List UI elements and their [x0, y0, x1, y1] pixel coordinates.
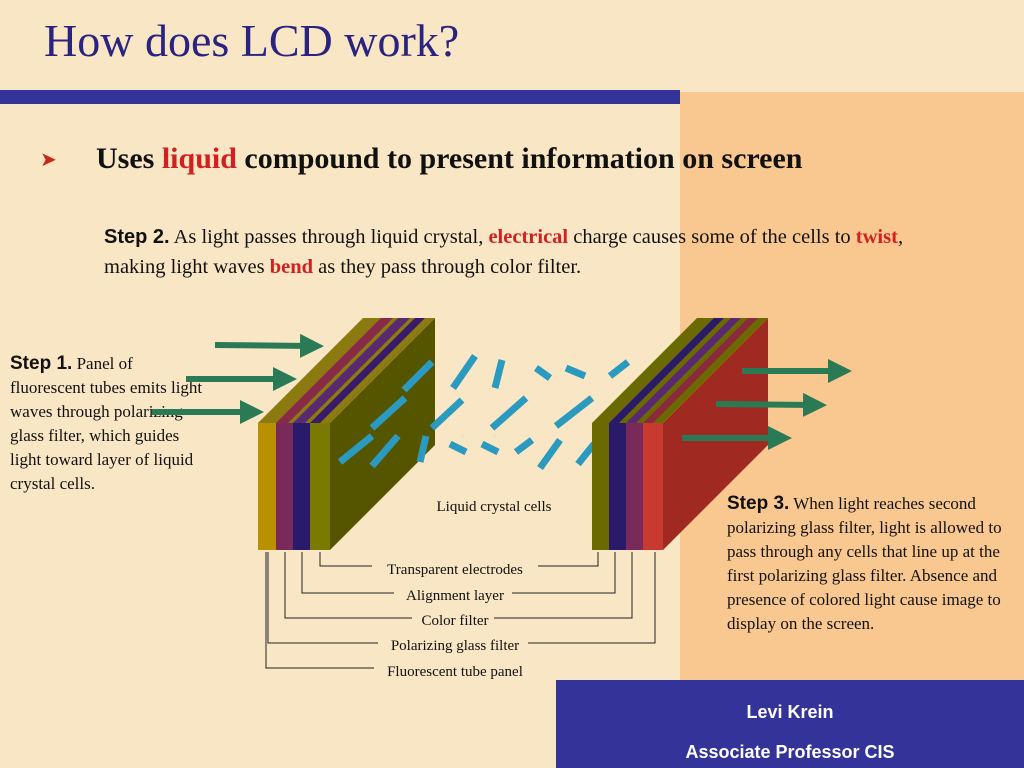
- headline-suffix: compound to present information on scree…: [236, 142, 803, 175]
- layer-label-electrodes: Transparent electrodes: [387, 562, 523, 578]
- step2-highlight-bend: bend: [269, 256, 313, 278]
- outgoing-light-arrows: [682, 359, 852, 450]
- step2-text: Step 2. As light passes through liquid c…: [104, 222, 924, 282]
- crystal-cell: [491, 359, 506, 389]
- crystal-cell: [369, 433, 401, 469]
- layer-label-fluorescent: Fluorescent tube panel: [387, 664, 523, 680]
- crystal-cell: [401, 359, 435, 393]
- chevron-right-icon: ➤: [40, 148, 57, 171]
- crystal-cell: [533, 365, 553, 381]
- light-arrow: [214, 333, 324, 358]
- crystal-cell: [480, 440, 500, 456]
- crystal-cell: [513, 437, 535, 455]
- headline-highlight: liquid: [161, 142, 237, 175]
- left-filter-panel: [258, 318, 435, 550]
- leader-lines: [265, 552, 656, 669]
- step2-part: As light passes through liquid crystal,: [169, 226, 489, 248]
- crystal-cell: [489, 395, 529, 431]
- step2-part: charge causes some of the cells to: [568, 226, 856, 248]
- center-label: Liquid crystal cells: [437, 499, 552, 515]
- presenter-footer: Levi Krein Associate Professor CIS: [556, 680, 1024, 768]
- crystal-cell: [607, 359, 631, 379]
- layer-label-alignment: Alignment layer: [406, 588, 504, 604]
- step3-body: When light reaches second polarizing gla…: [727, 494, 1002, 633]
- crystal-cell: [575, 441, 597, 467]
- crystal-cell: [416, 435, 430, 463]
- step2-part: , making light waves: [104, 226, 904, 278]
- step2-highlight-twist: twist: [855, 226, 898, 248]
- headline-prefix: Uses: [96, 142, 162, 175]
- crystal-cell: [448, 440, 468, 456]
- slide-title: How does LCD work?: [44, 15, 460, 66]
- step2-highlight-electrical: electrical: [488, 226, 569, 248]
- layer-label-polarizing: Polarizing glass filter: [391, 638, 519, 654]
- layer-label-color-filter: Color filter: [421, 613, 488, 629]
- crystal-cell: [553, 395, 595, 429]
- step2-part: as they pass through color filter.: [313, 256, 582, 278]
- crystal-cell: [337, 433, 375, 465]
- right-filter-panel: [592, 318, 768, 550]
- crystal-cell: [369, 395, 408, 431]
- presenter-role: Associate Professor CIS: [685, 742, 895, 762]
- step1-text: Step 1. Panel of fluorescent tubes emits…: [10, 352, 210, 496]
- incoming-light-arrows: [152, 333, 324, 424]
- light-arrow: [715, 392, 827, 417]
- title-underline-bar: [0, 90, 680, 104]
- bullet-headline: Uses liquid compound to present informat…: [96, 142, 802, 176]
- crystal-cell: [537, 437, 563, 471]
- presenter-name: Levi Krein: [746, 702, 834, 722]
- crystal-cell: [564, 364, 587, 380]
- bullet-point: ➤ Uses liquid compound to present inform…: [40, 142, 802, 176]
- liquid-crystal-cells: [337, 354, 631, 471]
- step3-text: Step 3. When light reaches second polari…: [727, 492, 1017, 636]
- step2-label: Step 2.: [104, 226, 170, 248]
- step3-label: Step 3.: [727, 493, 790, 514]
- step1-body: Panel of fluorescent tubes emits light w…: [10, 354, 203, 493]
- crystal-cell: [429, 397, 465, 431]
- crystal-cell: [450, 354, 478, 390]
- step1-label: Step 1.: [10, 353, 73, 374]
